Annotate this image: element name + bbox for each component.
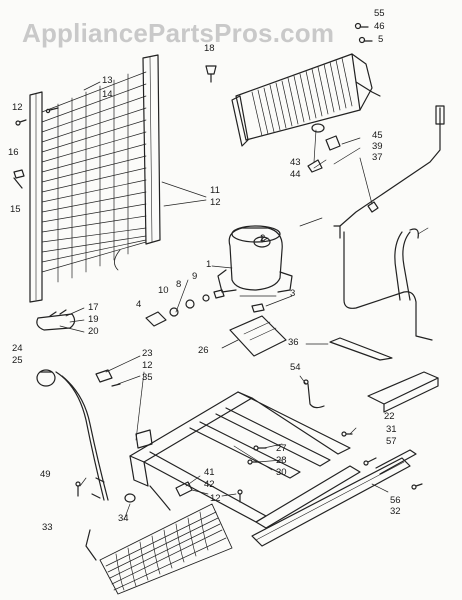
callout-2: 2 [260, 233, 266, 244]
callout-37: 37 [372, 152, 383, 163]
compressor-cradle-30 [130, 392, 360, 528]
bracket-22 [368, 372, 438, 412]
part-43-44 [308, 124, 324, 172]
part-45 [326, 136, 340, 150]
callout-31: 31 [386, 424, 397, 435]
callout-20: 20 [88, 326, 99, 337]
leader-lines [60, 82, 428, 520]
watermark-logo: AppliancePartsPros.com [22, 18, 335, 48]
screw-14 [46, 108, 58, 113]
grommet-34 [125, 494, 135, 502]
callout-27: 27 [276, 443, 287, 454]
callout-46: 46 [374, 21, 385, 32]
base-plate-26 [230, 316, 286, 356]
fin-coil [232, 54, 380, 146]
callout-41: 41 [204, 467, 215, 478]
screw-46 [360, 38, 373, 43]
callout-57: 57 [386, 436, 397, 447]
callout-14: 14 [102, 89, 113, 100]
clip-23 [96, 370, 120, 386]
callout-45: 45 [372, 130, 383, 141]
callout-35: 35 [142, 372, 153, 383]
condenser-coil [30, 55, 160, 302]
screw-49 [76, 482, 80, 496]
callout-4: 4 [136, 299, 142, 310]
callout-11: 11 [210, 185, 220, 196]
callout-8: 8 [176, 279, 182, 290]
callout-1: 1 [206, 259, 212, 270]
callout-36: 36 [288, 337, 299, 348]
callout-28: 28 [276, 455, 287, 466]
callout-25: 25 [12, 355, 23, 366]
callout-26: 26 [198, 345, 209, 356]
sensor-54 [304, 380, 324, 408]
callout-24: 24 [12, 343, 23, 354]
callout-12-base: 12 [210, 493, 221, 504]
callout-10: 10 [158, 285, 169, 296]
callout-30: 30 [276, 467, 287, 478]
callout-43: 43 [290, 157, 301, 168]
callout-12-coil: 12 [210, 197, 221, 208]
screw-55 [356, 24, 369, 29]
callout-18: 18 [204, 43, 215, 54]
rail-32 [252, 450, 422, 546]
screw-57 [364, 458, 376, 465]
callout-15: 15 [10, 204, 21, 215]
callout-9: 9 [192, 271, 198, 282]
screw-18 [206, 66, 216, 82]
screw-12-center [238, 490, 242, 502]
callout-55: 55 [374, 8, 385, 19]
callout-44: 44 [290, 169, 301, 180]
callout-42: 42 [204, 479, 215, 490]
callout-3: 3 [290, 288, 296, 299]
callout-12-fan: 12 [142, 360, 153, 371]
screw-31 [342, 432, 352, 436]
callout-16: 16 [8, 147, 19, 158]
callout-22: 22 [384, 411, 395, 422]
callout-34: 34 [118, 513, 129, 524]
callout-5: 5 [378, 34, 384, 45]
compressor [218, 226, 292, 296]
condenser-coil-33 [86, 486, 232, 594]
small-parts-4-10 [146, 290, 224, 326]
callout-12-left: 12 [12, 102, 23, 113]
callout-49: 49 [40, 469, 51, 480]
callout-13: 13 [102, 75, 113, 86]
callout-17: 17 [88, 302, 99, 313]
tubing-37 [334, 106, 444, 238]
callout-54: 54 [290, 362, 301, 373]
grommet-3 [252, 304, 264, 312]
clip-41-42 [176, 482, 192, 496]
callout-32: 32 [390, 506, 401, 517]
fan-motor-24-25 [37, 370, 108, 500]
callout-23: 23 [142, 348, 153, 359]
callout-19: 19 [88, 314, 99, 325]
clip-16-15 [14, 170, 24, 188]
callout-33: 33 [42, 522, 53, 533]
relay-17-19-20 [37, 310, 75, 330]
drain-tube-36 [330, 229, 432, 360]
callout-56: 56 [390, 495, 401, 506]
callout-39: 39 [372, 141, 383, 152]
screw-12-left [16, 120, 26, 125]
